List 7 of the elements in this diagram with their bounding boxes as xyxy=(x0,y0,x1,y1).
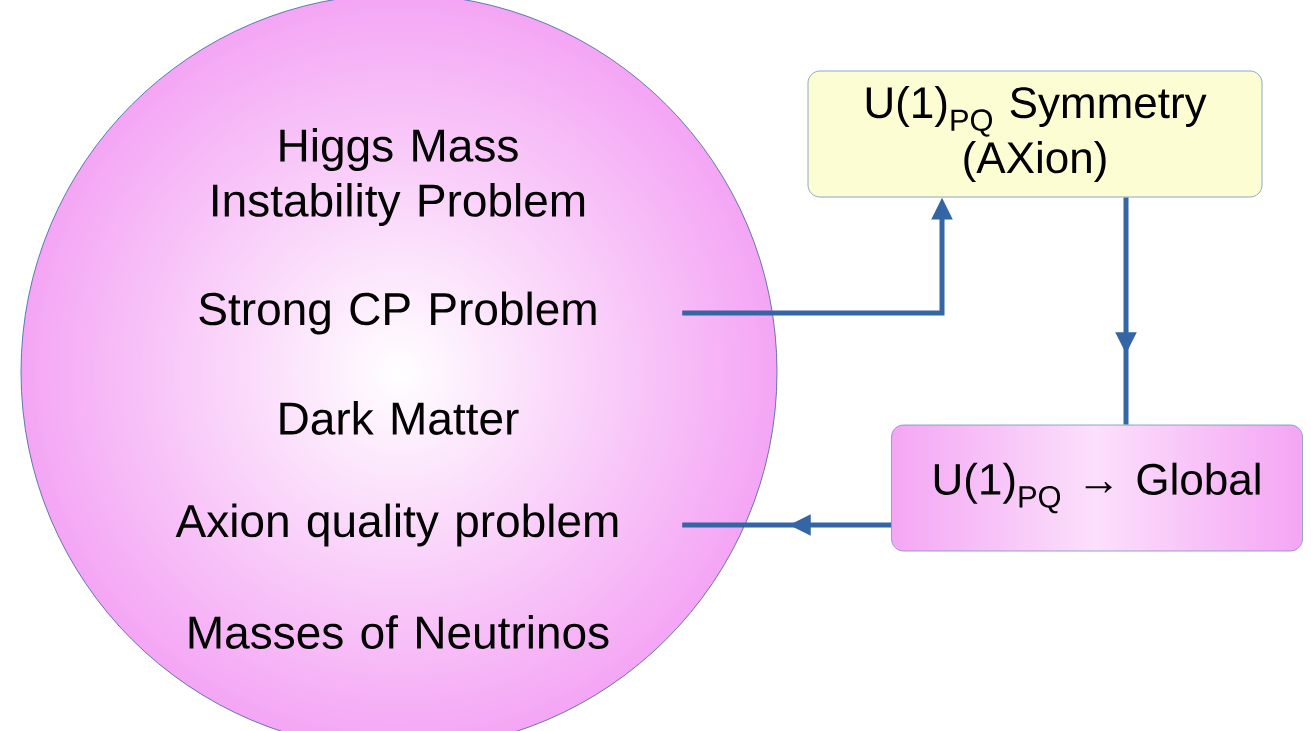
problem-text: Strong CP Problem xyxy=(199,291,596,335)
symmetry-box: U(1)$_{PQ}$ Symmetry (AXion) xyxy=(807,70,1263,198)
global-box: U(1)$_{PQ}$ → Global xyxy=(891,424,1303,552)
problem-text: Axion quality problem xyxy=(175,503,618,547)
problem-text: Higgs Mass Instability Problem xyxy=(213,128,585,226)
problem-text: Dark Matter xyxy=(280,401,519,435)
problem-text: Masses of Neutrinos xyxy=(189,615,609,649)
